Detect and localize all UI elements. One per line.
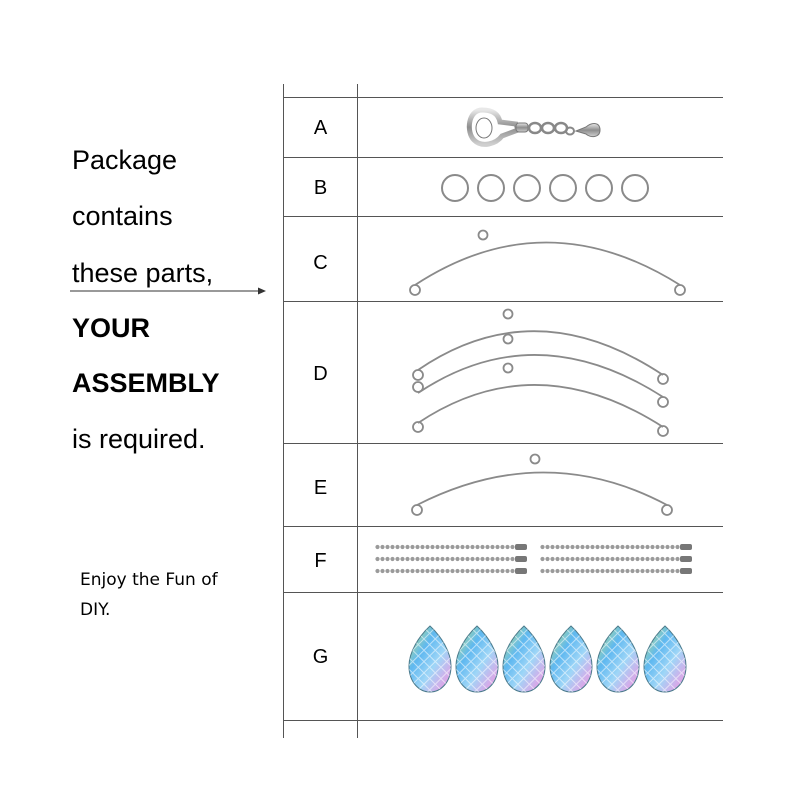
intro-line-required: is required.: [72, 424, 206, 454]
table-column-divider: [357, 84, 358, 738]
row-label-b: B: [313, 177, 328, 199]
arrow-right-icon: [70, 287, 266, 295]
intro-line-package: Package: [72, 145, 178, 175]
wire-hoops-d-image: [412, 308, 669, 437]
jump-rings-image: [441, 174, 649, 202]
row-label-f: F: [314, 550, 327, 572]
row-divider: [283, 97, 723, 98]
row-label-d: D: [313, 363, 328, 385]
row-divider: [283, 216, 723, 217]
row-divider: [283, 157, 723, 158]
crystal-prisms-image: [408, 625, 687, 693]
intro-line-contains: contains: [72, 201, 173, 231]
ball-chains-image: [375, 544, 692, 574]
row-label-e: E: [313, 477, 328, 499]
table-left-border: [283, 84, 284, 738]
row-divider: [283, 301, 723, 302]
wire-hoop-e-image: [411, 453, 673, 516]
row-label-g: G: [312, 646, 329, 668]
row-divider: [283, 592, 723, 593]
lobster-clasp-chain-image: [466, 107, 601, 147]
intro-line-your: YOUR: [72, 313, 151, 343]
intro-line-parts: these parts,: [72, 258, 214, 288]
row-label-a: A: [313, 117, 328, 139]
fun-line-enjoy: Enjoy the Fun of: [80, 570, 218, 590]
intro-line-assembly: ASSEMBLY: [72, 368, 220, 398]
row-divider: [283, 526, 723, 527]
row-label-c: C: [313, 252, 328, 274]
fun-line-diy: DIY.: [80, 600, 111, 620]
row-divider: [283, 443, 723, 444]
wire-hoop-c-image: [409, 229, 686, 296]
row-divider: [283, 720, 723, 721]
